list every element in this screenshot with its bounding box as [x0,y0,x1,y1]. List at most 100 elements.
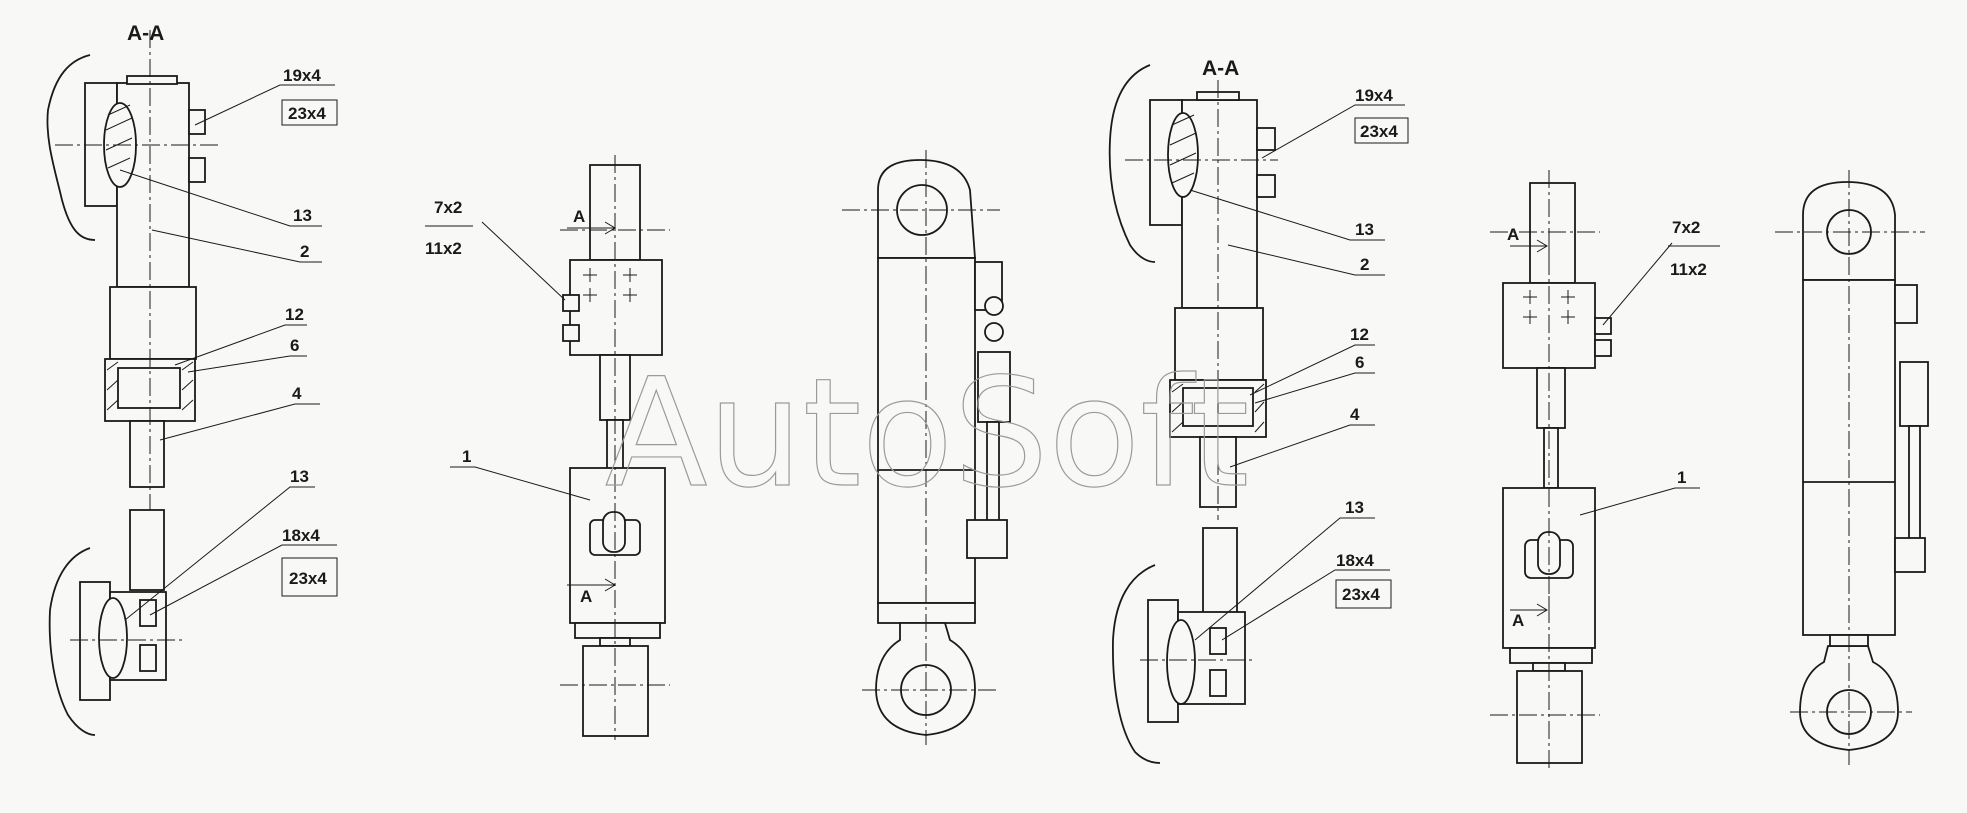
nut-top-2 [1256,174,1276,198]
base-ring [574,622,661,639]
cut-arrow-bottom [567,578,616,592]
leader-13 [1189,189,1385,241]
view-section-right: A-A 19x4 23x4 13 2 12 6 [1108,57,1409,764]
nut-11x2 [1594,339,1612,357]
nut-bottom-1 [1209,627,1227,655]
cut-label-top: A [573,207,585,226]
callout-19x4: 19x4 [283,66,321,85]
cut-label-bottom: A [580,587,592,606]
view-front-right: A A 7x2 11x2 1 [1490,170,1720,770]
callout-12: 12 [285,305,304,324]
hatching [1171,383,1265,433]
callout-6: 6 [1355,353,1364,372]
nut-top-2 [188,157,206,183]
leader-1 [450,466,591,501]
leader-2 [151,229,322,263]
leader-6 [187,355,307,373]
cut-arrow-top [567,221,616,235]
mount-bracket-bottom [48,547,96,736]
nut-bottom-2 [1209,669,1227,697]
callout-box [1354,117,1409,144]
callout-11x2: 11x2 [1670,260,1707,279]
cylinder-body [877,257,976,604]
leader-7x2 [1602,242,1673,326]
bolt-marks [583,268,637,302]
view-side-left [842,150,1011,745]
u-bolt [602,511,626,553]
mount-bracket-top [1108,64,1156,263]
watermark-text: AutoSoft [605,347,1249,521]
leader-6 [1254,372,1375,404]
callout-19x4: 19x4 [1355,86,1393,105]
hose-union [977,351,1011,423]
callout-23x4-bottom: 23x4 [1342,585,1380,604]
cut-arrow-bottom [1510,596,1550,623]
piston-rod-top [129,420,165,488]
nut-bottom-2 [139,644,157,672]
piston-rod-bottom [129,509,165,591]
callout-13-bottom: 13 [290,467,309,486]
hose-union [1899,361,1929,427]
leader-12 [1249,344,1375,396]
leader-7x2 [481,221,566,301]
leader-19x4 [194,84,335,126]
piston-rod-bottom [1202,527,1238,614]
callout-box [281,99,338,126]
mount-bracket-bottom [1112,564,1161,764]
weld-bolt-top [1167,112,1199,198]
callout-1: 1 [462,447,471,466]
upper-block [569,259,663,356]
leader-19x4 [1261,104,1405,159]
callout-23x4: 23x4 [1360,122,1398,141]
lower-fitting [966,519,1008,559]
leader-2 [1227,244,1385,276]
callout-box [281,557,338,597]
hatching [105,104,133,169]
leader-1 [1579,487,1700,516]
callout-11x2: 11x2 [425,239,462,258]
leader-18x4 [1221,569,1390,641]
callout-7x2: 7x2 [434,198,462,217]
nut-bottom-1 [139,599,157,627]
callout-6: 6 [290,336,299,355]
leader-4 [1229,424,1375,468]
callout-7x2: 7x2 [1672,218,1700,237]
callout-18x4: 18x4 [1336,551,1374,570]
coupling-sleeve [1174,307,1264,381]
callout-23x4: 23x4 [288,104,326,123]
callout-23x4-bottom: 23x4 [289,569,327,588]
view-front-left: A A 7x2 11x2 1 [425,155,670,740]
view-side-right [1775,170,1929,765]
callout-1: 1 [1677,468,1686,487]
callout-2: 2 [300,242,309,261]
bracket-upper [1894,284,1918,324]
housing-cap [126,75,178,85]
coupling-sleeve [109,286,197,360]
leader-13-bottom [1194,517,1375,641]
callout-18x4: 18x4 [282,526,320,545]
weld-bolt-bottom [98,597,128,679]
leader-13-bottom [124,486,315,621]
callout-13: 13 [293,206,312,225]
section-title-right: A-A [1202,57,1239,80]
hatching [106,361,194,411]
bolt-marks [1523,290,1575,324]
link-top [1536,367,1566,429]
callout-4: 4 [1350,405,1360,424]
callout-13-bottom: 13 [1345,498,1364,517]
callout-4: 4 [292,384,302,403]
rod-top [1529,182,1576,284]
base-ring [1509,647,1593,664]
fitting-2 [984,322,1004,342]
nut-top-1 [188,109,206,135]
view-section-left: A-A 19x4 23x4 13 2 12 [46,22,338,736]
lower-fitting [1894,537,1926,573]
nut-7x2 [1594,317,1612,335]
callout-12: 12 [1350,325,1369,344]
cut-arrow-top [1510,235,1550,262]
leader-12 [174,324,307,366]
fitting-1 [984,296,1004,316]
section-title-left: A-A [127,22,164,45]
nut-7x2 [562,294,580,312]
